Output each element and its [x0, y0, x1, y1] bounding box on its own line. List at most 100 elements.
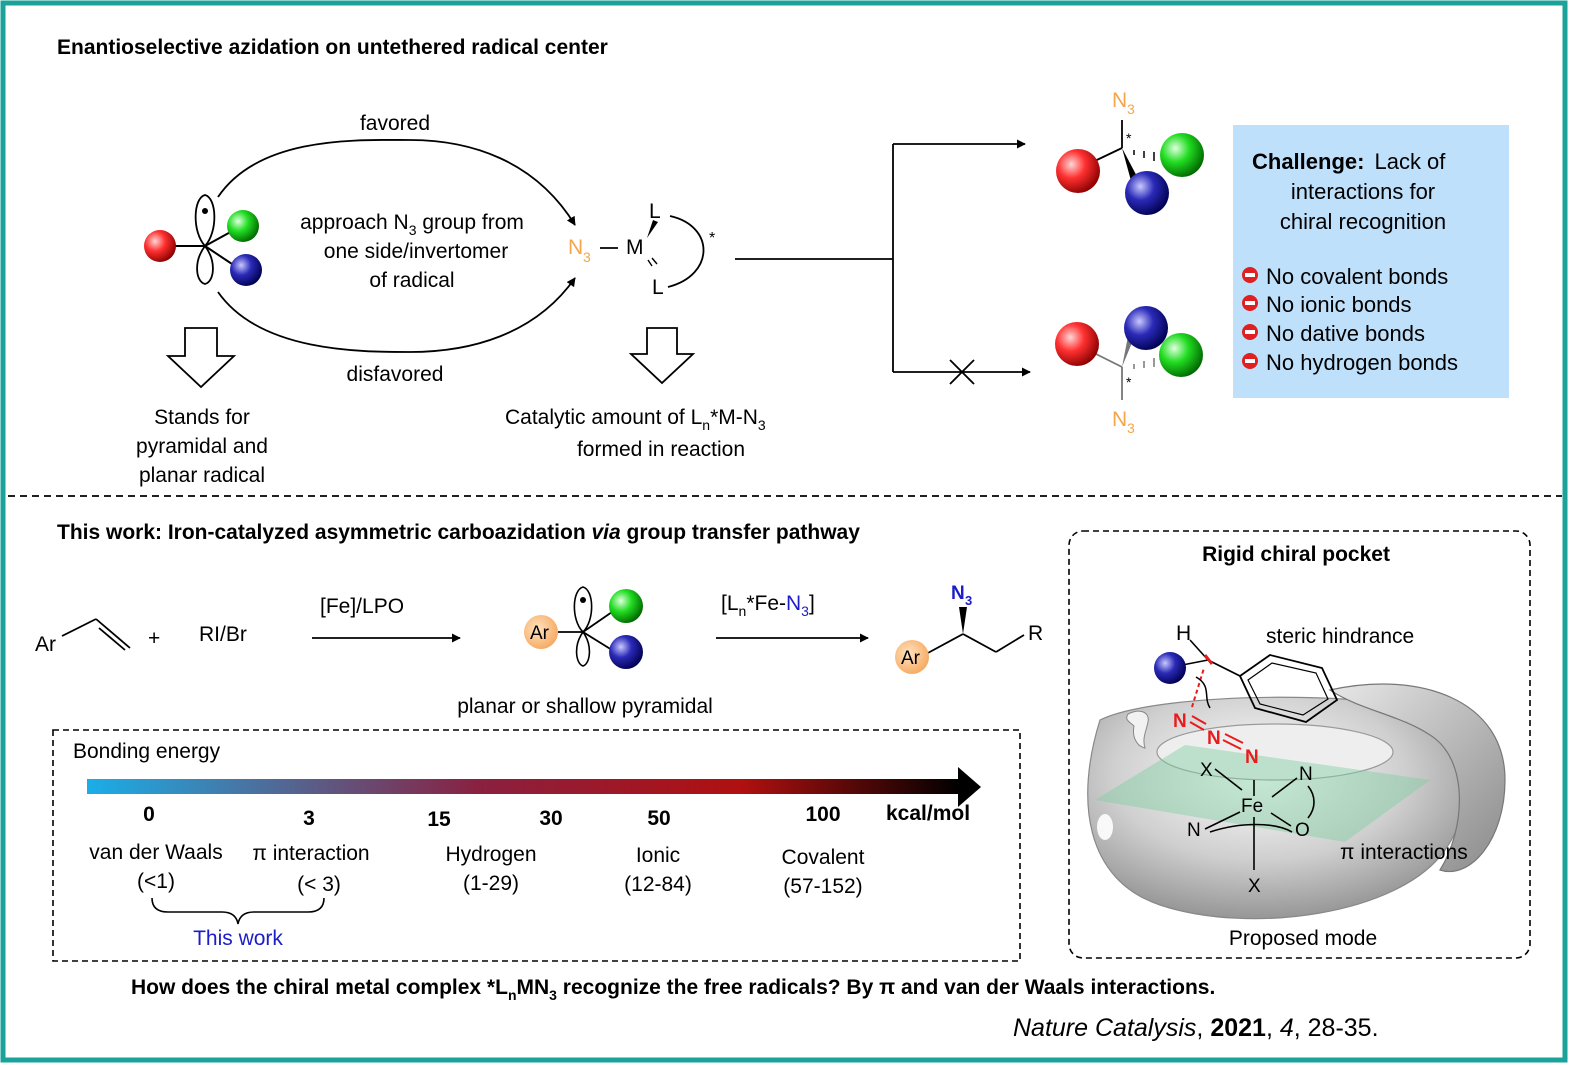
favored-arc: [217, 139, 576, 226]
svg-text:N: N: [1173, 711, 1187, 732]
svg-text:Ar: Ar: [901, 648, 921, 669]
bonding-energy-box: [52, 729, 1021, 962]
this-work-label: This work: [193, 927, 283, 950]
svg-text:No covalent bonds: No covalent bonds: [1266, 264, 1448, 289]
svg-text:L: L: [649, 200, 661, 223]
pocket-illustration: X Fe N O N X N N N H: [1087, 622, 1506, 920]
svg-text:3: 3: [1127, 420, 1135, 436]
svg-text:pyramidal and: pyramidal and: [136, 435, 268, 458]
question-line: How does the chiral metal complex *LnMN3…: [131, 976, 1215, 1003]
citation: Nature Catalysis, 2021, 4, 28-35.: [1013, 1014, 1379, 1042]
bottom-title: This work: Iron-catalyzed asymmetric car…: [57, 521, 860, 544]
svg-text:*: *: [1126, 130, 1132, 146]
energy-gradient-arrow: [87, 767, 981, 807]
pi-label: π interactions: [1340, 841, 1468, 864]
svg-text:N: N: [1207, 728, 1221, 749]
svg-text:(12-84): (12-84): [624, 873, 692, 896]
svg-text:50: 50: [647, 807, 670, 830]
bonding-energy-label: Bonding energy: [73, 740, 221, 763]
svg-text:N: N: [1299, 764, 1313, 785]
planar-label: planar or shallow pyramidal: [457, 695, 713, 718]
svg-text:van der Waals: van der Waals: [89, 841, 222, 864]
svg-text:of radical: of radical: [369, 269, 454, 292]
svg-text:(<1): (<1): [137, 870, 175, 893]
radical-center: [144, 194, 262, 286]
chiral-pocket-box: [1068, 530, 1531, 959]
svg-text:3: 3: [965, 593, 972, 608]
reagent-label: [Ln*Fe-N3]: [721, 592, 815, 619]
svg-text:Hydrogen: Hydrogen: [445, 843, 536, 866]
svg-text:3: 3: [1127, 101, 1135, 117]
catalytic-text: Catalytic amount of Ln*M-N3 formed in re…: [505, 406, 766, 461]
svg-text:*: *: [709, 230, 715, 247]
product-disfavored: * N 3: [1055, 306, 1203, 436]
styrene: Ar: [35, 618, 131, 656]
green-substituent-ball: [227, 210, 259, 242]
energy-ticks: 0 3 15 30 50 100: [143, 803, 840, 831]
svg-text:Ar: Ar: [35, 633, 56, 656]
top-title: Enantioselective azidation on untethered…: [57, 36, 608, 59]
svg-text:L: L: [652, 276, 664, 299]
svg-text:N: N: [1112, 408, 1127, 431]
down-arrow-radical: [165, 327, 237, 389]
svg-text:π interaction: π interaction: [252, 842, 369, 865]
svg-text:*: *: [1126, 374, 1132, 390]
branch-arrows: [735, 139, 1031, 385]
svg-text:No hydrogen bonds: No hydrogen bonds: [1266, 350, 1458, 375]
steric-label: steric hindrance: [1266, 625, 1414, 648]
svg-text:X: X: [1248, 876, 1261, 897]
svg-text:formed in reaction: formed in reaction: [577, 438, 745, 461]
svg-text:N: N: [1187, 820, 1201, 841]
svg-text:N: N: [568, 236, 583, 259]
svg-text:3: 3: [583, 249, 591, 265]
svg-text:interactions for: interactions for: [1291, 179, 1435, 204]
svg-text:N: N: [951, 583, 965, 604]
svg-text:O: O: [1295, 820, 1310, 841]
svg-text:planar radical: planar radical: [139, 464, 265, 487]
svg-text:100: 100: [805, 803, 840, 826]
svg-text:0: 0: [143, 803, 155, 826]
blue-substituent-ball: [230, 254, 262, 286]
svg-text:No dative bonds: No dative bonds: [1266, 321, 1425, 346]
svg-text:3: 3: [303, 807, 315, 830]
svg-text:approach N3 group from: approach N3 group from: [300, 211, 524, 238]
fe-lpo-label: [Fe]/LPO: [320, 595, 404, 618]
product-favored: N 3 *: [1056, 89, 1204, 215]
svg-text:N: N: [1245, 747, 1259, 768]
pocket-title: Rigid chiral pocket: [1202, 543, 1390, 566]
energy-categories: van der Waals (<1) π interaction (< 3) H…: [89, 841, 864, 898]
disfavored-arc: [217, 277, 576, 353]
favored-label: favored: [360, 112, 430, 135]
svg-text:Challenge:Lack of: Challenge:Lack of: [1252, 149, 1446, 174]
stands-for-text: Stands for pyramidal and planar radical: [136, 406, 268, 487]
svg-text:Catalytic amount of Ln*M-N3: Catalytic amount of Ln*M-N3: [505, 406, 766, 433]
svg-text:No ionic bonds: No ionic bonds: [1266, 292, 1412, 317]
catalyst-complex: N 3 M L L *: [568, 200, 715, 299]
svg-text:X: X: [1200, 760, 1213, 781]
aryl-radical: Ar: [524, 586, 643, 669]
svg-text:N: N: [1112, 89, 1127, 112]
this-work-brace: [151, 897, 325, 925]
down-arrow-catalyst: [628, 327, 696, 385]
svg-text:15: 15: [427, 808, 451, 831]
approach-text: approach N3 group from one side/invertom…: [300, 211, 524, 292]
svg-text:Ionic: Ionic: [636, 844, 680, 867]
proposed-label: Proposed mode: [1229, 927, 1377, 950]
svg-text:M: M: [626, 236, 644, 259]
svg-text:(57-152): (57-152): [783, 875, 862, 898]
svg-text:H: H: [1176, 622, 1191, 645]
svg-text:one side/invertomer: one side/invertomer: [324, 240, 508, 263]
challenge-box: Challenge:Lack of interactions for chira…: [1233, 125, 1509, 398]
no-entry-icon: [1242, 267, 1258, 369]
svg-text:R: R: [1028, 622, 1043, 645]
azide-product: N 3 R Ar: [895, 583, 1043, 674]
svg-text:Fe: Fe: [1241, 796, 1263, 817]
red-substituent-ball: [144, 230, 176, 262]
disfavored-label: disfavored: [347, 363, 444, 386]
plus-sign: +: [148, 627, 160, 650]
svg-text:chiral recognition: chiral recognition: [1280, 209, 1446, 234]
energy-unit: kcal/mol: [886, 802, 970, 825]
svg-text:Covalent: Covalent: [782, 846, 865, 869]
